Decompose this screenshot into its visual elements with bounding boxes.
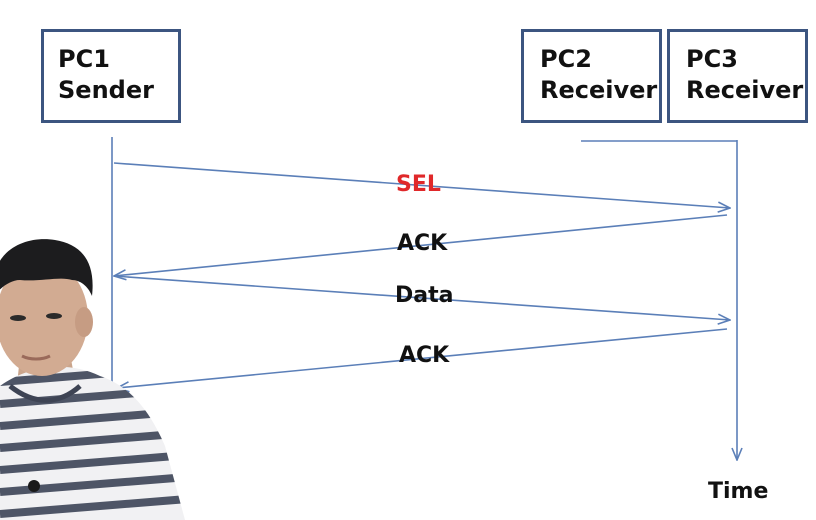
presenter-image <box>0 239 185 520</box>
sel-message-label: SEL <box>396 172 441 197</box>
ack-message-arrow-2 <box>117 328 728 388</box>
ack-message-arrow-1 <box>114 214 728 276</box>
data-message-arrow <box>113 275 730 320</box>
node-pc2-name: PC2 <box>540 45 592 73</box>
time-axis-label: Time <box>708 479 768 504</box>
node-pc3-name: PC3 <box>686 45 738 73</box>
node-pc1-role: Sender <box>58 76 154 104</box>
node-pc1-name: PC1 <box>58 45 110 73</box>
node-pc2-receiver: PC2 Receiver <box>521 29 662 123</box>
node-pc1-sender: PC1 Sender <box>41 29 181 123</box>
ack-message-label-1: ACK <box>397 231 448 256</box>
sel-message-arrow <box>113 162 730 208</box>
node-pc3-role: Receiver <box>686 76 804 104</box>
node-pc2-role: Receiver <box>540 76 658 104</box>
data-message-label: Data <box>395 283 453 308</box>
node-pc3-receiver: PC3 Receiver <box>667 29 808 123</box>
ack-message-label-2: ACK <box>399 343 450 368</box>
